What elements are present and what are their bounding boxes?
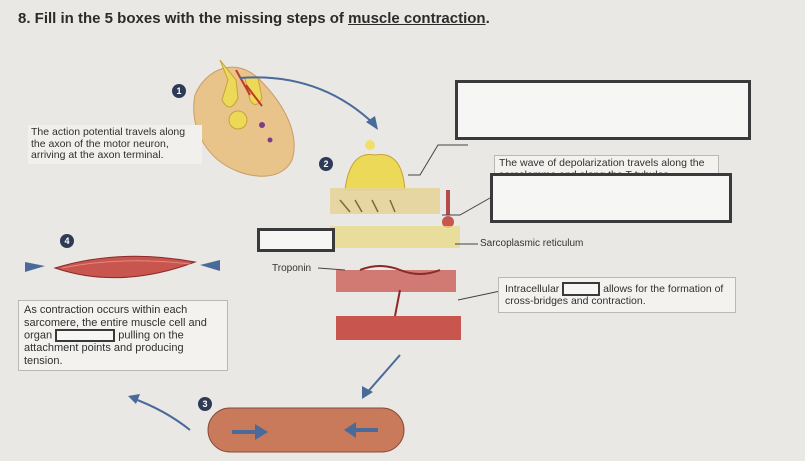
curved-arrow-1 [239, 76, 376, 126]
step-1-badge: 1 [172, 84, 186, 98]
title-underlined: muscle contraction [348, 10, 486, 27]
axon-terminal-illustration [193, 59, 295, 177]
answer-box-1[interactable] [455, 80, 751, 140]
step-2-badge: 2 [319, 157, 333, 171]
answer-box-5[interactable] [55, 329, 116, 342]
answer-box-2[interactable] [490, 173, 732, 223]
troponin-label: Troponin [272, 263, 312, 274]
intracellular-before: Intracellular [505, 282, 560, 295]
whole-muscle-illustration [25, 255, 220, 279]
intracellular-after: allows for the formation of cross-bridge… [505, 282, 724, 307]
intracellular-text: Intracellular allows for the formation o… [498, 277, 736, 313]
title-suffix: . [485, 10, 490, 27]
arrow-to-fiber [364, 354, 401, 396]
step-1-text: The action potential travels along the a… [28, 125, 202, 164]
contraction-after: pulling on the attachment points and pro… [24, 329, 184, 367]
answer-box-4[interactable] [562, 282, 601, 296]
title-prefix: 8. Fill in the 5 boxes with the missing … [18, 10, 349, 27]
arrow-fiber-to-muscle [131, 397, 191, 431]
question-title: 8. Fill in the 5 boxes with the missing … [18, 10, 490, 27]
step-3-badge: 3 [198, 397, 212, 411]
sarcoplasmic-reticulum-label: Sarcoplasmic reticulum [480, 238, 584, 249]
contraction-before: As contraction occurs within each sarcom… [24, 304, 207, 342]
step-4-badge: 4 [60, 234, 74, 248]
contraction-text: As contraction occurs within each sarcom… [18, 300, 228, 371]
synapse-illustration [330, 140, 461, 340]
answer-box-3[interactable] [257, 228, 335, 252]
muscle-fiber-illustration [207, 407, 405, 453]
